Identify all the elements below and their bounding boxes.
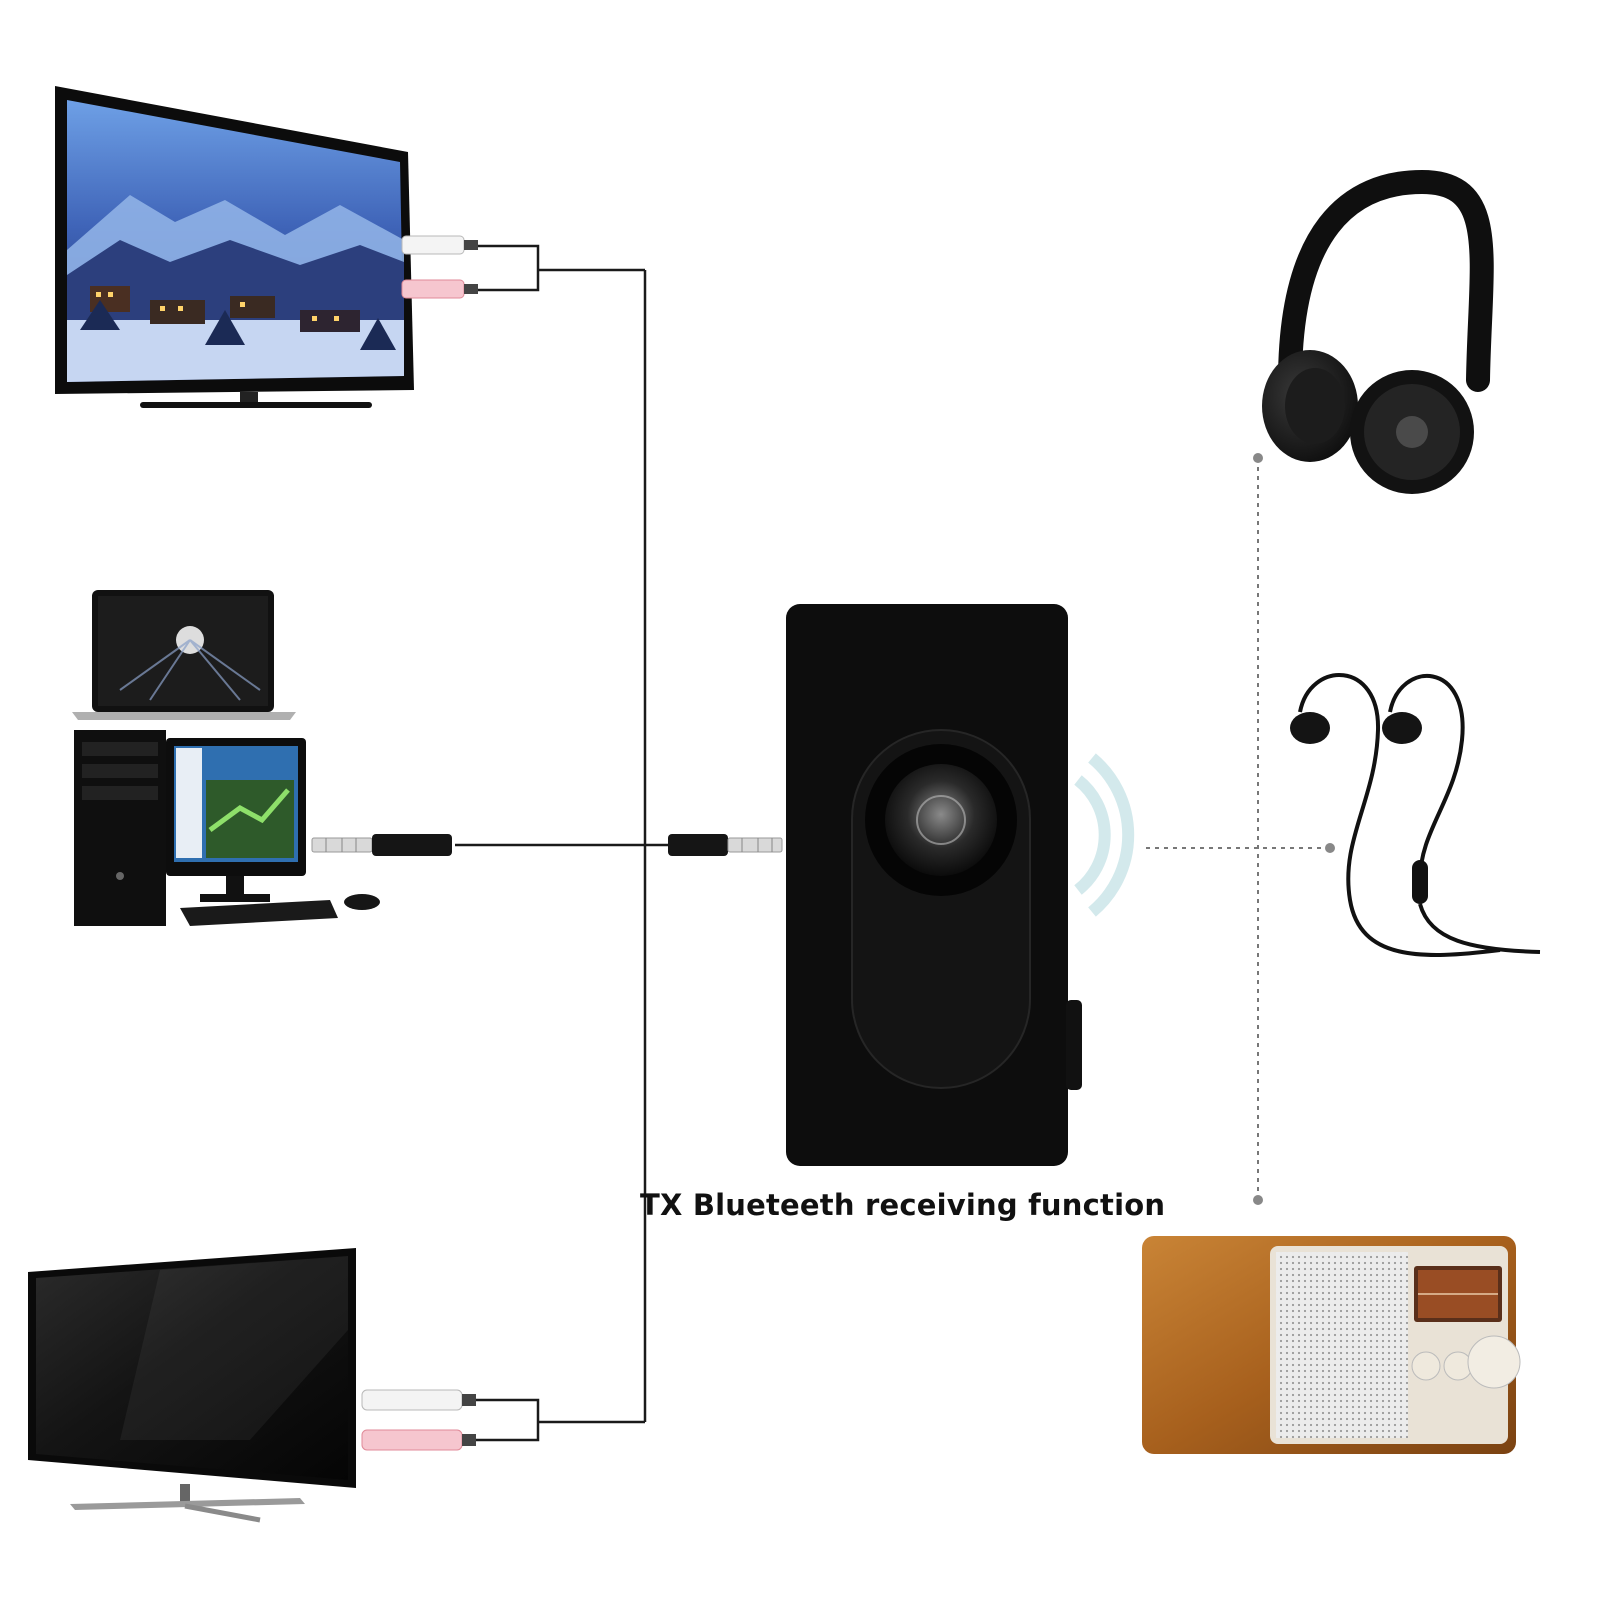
- dotted-line-endpoints: [1253, 453, 1335, 1205]
- left-aux-plug-icon: [311, 834, 452, 856]
- top-tv-icon: [55, 86, 414, 408]
- headphones-icon: [1262, 169, 1494, 494]
- cable-lines: [455, 244, 668, 1442]
- bottom-tv-icon: [28, 1248, 356, 1523]
- bluetooth-receiver-icon: [668, 604, 1082, 1166]
- top-rca-plugs-icon: [401, 235, 478, 299]
- wireless-dotted-lines: [1146, 458, 1330, 1200]
- sport-earphones-icon: [1290, 673, 1541, 957]
- radio-speaker-icon: [1142, 1236, 1521, 1454]
- laptop-icon: [72, 590, 296, 720]
- desktop-computer-icon: [74, 730, 380, 926]
- bottom-rca-plugs-icon: [361, 1389, 476, 1451]
- caption-label: TX Blueteeth receiving function: [640, 1188, 1166, 1222]
- signal-waves-icon: [1074, 753, 1135, 917]
